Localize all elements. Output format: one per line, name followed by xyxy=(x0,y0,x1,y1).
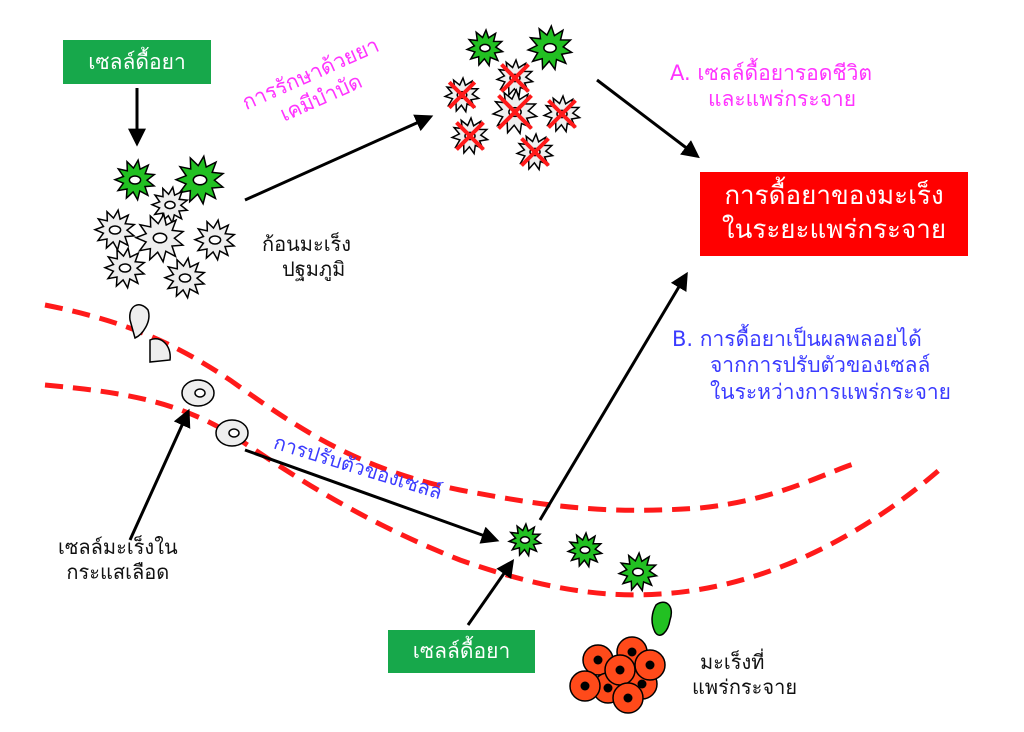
outcome-a-label: A. เซลล์ดื้อยารอดชีวิต และแพร่กระจาย xyxy=(670,60,872,113)
dead-cell-cross-icon xyxy=(447,80,477,110)
surviving-resistant-cell-nucleus xyxy=(479,43,491,53)
resistant-cell-label-bottom: เซลล์ดื้อยา xyxy=(388,630,535,673)
result-line1: การดื้อยาของมะเร็ง xyxy=(724,181,944,212)
resistant-circulating-cell-nucleus xyxy=(519,536,531,544)
dead-cell-cross-icon xyxy=(547,99,577,129)
arrow-ctc xyxy=(128,408,191,541)
resistant-cell-nucleus xyxy=(128,175,142,185)
vessel-wall-bottom xyxy=(44,382,947,598)
outcome-a-line2: และแพร่กระจาย xyxy=(708,87,857,112)
resistant-cell-nucleus xyxy=(192,174,208,186)
metastatic-cell-nucleus xyxy=(603,683,613,693)
resistant-circulating-cell-nucleus xyxy=(631,567,645,577)
result-metastatic-resistance: การดื้อยาของมะเร็ง ในระยะแพร่กระจาย xyxy=(700,172,968,256)
migrating-cell xyxy=(129,304,150,340)
metastatic-cell-nucleus xyxy=(645,660,655,670)
dead-cell-cross-icon xyxy=(500,63,530,93)
result-line2: ในระยะแพร่กระจาย xyxy=(721,215,947,245)
ctc-label: เซลล์มะเร็งใน กระแสเลือด xyxy=(58,535,178,585)
arrow-chemotherapy xyxy=(244,114,434,202)
migrating-cell xyxy=(149,338,171,363)
dead-cell-cross-icon xyxy=(497,94,533,130)
tumor-cell-nucleus xyxy=(108,225,122,235)
tumor-cell-nucleus xyxy=(164,200,176,210)
tumor-cell-nucleus xyxy=(118,263,132,273)
outcome-b-label: B. การดื้อยาเป็นผลพลอยได้ จากการปรับตัวข… xyxy=(672,326,951,405)
ctc-line1: เซลล์มะเร็งใน xyxy=(58,535,178,559)
dead-cell-cross-icon xyxy=(455,121,485,151)
outcome-b-line1: B. การดื้อยาเป็นผลพลอยได้ xyxy=(672,327,922,351)
circulating-cell-nucleus xyxy=(194,388,206,398)
tumor-cell-nucleus xyxy=(178,273,192,283)
extravasating-cell xyxy=(651,601,672,636)
outcome-b-line2: จากการปรับตัวของเซลล์ xyxy=(710,353,931,378)
primary-tumor-line2: ปฐมภูมิ xyxy=(282,257,346,281)
primary-tumor-line1: ก้อนมะเร็ง xyxy=(262,232,352,256)
metastasis-line1: มะเร็งที่ xyxy=(700,650,765,674)
metastatic-cell-nucleus xyxy=(615,665,625,675)
metastatic-cell-nucleus xyxy=(593,655,603,665)
metastasis-label: มะเร็งที่ แพร่กระจาย xyxy=(692,650,797,700)
metastatic-cell-nucleus xyxy=(580,681,590,691)
ctc-line2: กระแสเลือด xyxy=(66,560,170,584)
resistant-circulating-cell-nucleus xyxy=(579,545,591,555)
metastatic-cell-nucleus xyxy=(637,679,647,689)
outcome-a-line1: A. เซลล์ดื้อยารอดชีวิต xyxy=(670,61,873,85)
arrow-resistant-bottom xyxy=(466,559,515,626)
primary-tumor-label: ก้อนมะเร็ง ปฐมภูมิ xyxy=(262,232,351,282)
arrow-to-result-a xyxy=(596,78,700,159)
vessel-wall-top xyxy=(44,302,861,513)
outcome-b-line3: ในระหว่างการแพร่กระจาย xyxy=(710,379,951,404)
circulating-cell-nucleus xyxy=(228,428,240,438)
metastatic-cell-nucleus xyxy=(627,647,637,657)
arrow-adaptation xyxy=(244,448,500,544)
resistant-cell-label-top: เซลล์ดื้อยา xyxy=(63,40,211,84)
metastasis-line2: แพร่กระจาย xyxy=(692,675,798,699)
dead-cell-cross-icon xyxy=(520,137,550,167)
surviving-resistant-cell-nucleus xyxy=(543,42,557,54)
tumor-cell-nucleus xyxy=(152,232,168,244)
arrow-to-result-b xyxy=(538,271,688,521)
tumor-cell-nucleus xyxy=(208,235,222,245)
metastatic-cell-nucleus xyxy=(623,693,633,703)
